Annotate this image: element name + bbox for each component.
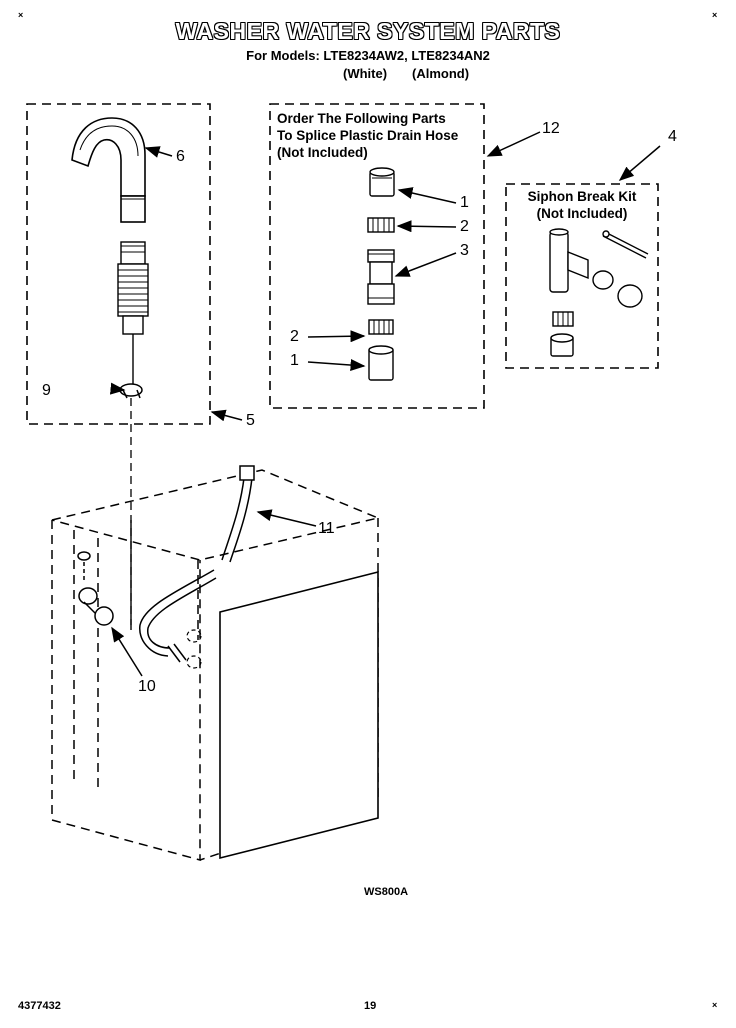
siphon-kit-note: Siphon Break Kit (Not Included)	[506, 188, 658, 222]
hose-clamp-part	[119, 383, 143, 399]
callout-11: 11	[318, 520, 335, 537]
callout-2-top: 2	[460, 218, 469, 235]
part-number: 4377432	[18, 1000, 61, 1012]
corrugated-hose-part	[117, 241, 149, 390]
models-line: For Models: LTE8234AW2, LTE8234AN2	[246, 48, 490, 63]
figure-code: WS800A	[364, 886, 409, 898]
siphon-kit-line2: (Not Included)	[536, 206, 628, 221]
cabinet-side-fittings	[186, 629, 202, 669]
callout-9: 9	[42, 382, 51, 399]
siphon-kit-box	[505, 183, 659, 369]
page-number: 19	[364, 1000, 377, 1012]
corner-mark-top-left: ×	[18, 10, 24, 20]
color-almond-label: (Almond)	[412, 66, 470, 81]
inlet-hose-part	[139, 465, 255, 663]
callout-1-bottom: 1	[290, 352, 299, 369]
color-white-label: (White)	[343, 66, 388, 81]
callout-4: 4	[668, 128, 677, 145]
washer-front-panel	[219, 570, 379, 860]
callout-3: 3	[460, 242, 469, 259]
callout-1-top: 1	[460, 194, 469, 211]
corner-mark-top-right: ×	[712, 10, 718, 20]
splice-note-line3: (Not Included)	[277, 145, 368, 160]
callout-10: 10	[138, 678, 156, 695]
siphon-kit-parts	[549, 228, 649, 357]
callout-arrows	[109, 131, 661, 677]
corner-mark-bottom-right: ×	[712, 1000, 718, 1010]
callout-12: 12	[542, 120, 560, 137]
splice-parts-box	[269, 103, 485, 409]
callout-6: 6	[176, 148, 185, 165]
callout-2-bottom: 2	[290, 328, 299, 345]
page-title: WASHER WATER SYSTEM PARTS	[175, 18, 561, 44]
splice-parts	[367, 167, 395, 381]
splice-note: Order The Following Parts To Splice Plas…	[277, 110, 458, 161]
drain-hose-assembly-box	[26, 103, 211, 425]
drain-hose-end-part	[71, 117, 146, 223]
callout-5: 5	[246, 412, 255, 429]
splice-note-line1: Order The Following Parts	[277, 111, 446, 126]
drain-outlet-fitting-part	[77, 551, 114, 626]
siphon-kit-line1: Siphon Break Kit	[527, 189, 637, 204]
splice-note-line2: To Splice Plastic Drain Hose	[277, 128, 459, 143]
